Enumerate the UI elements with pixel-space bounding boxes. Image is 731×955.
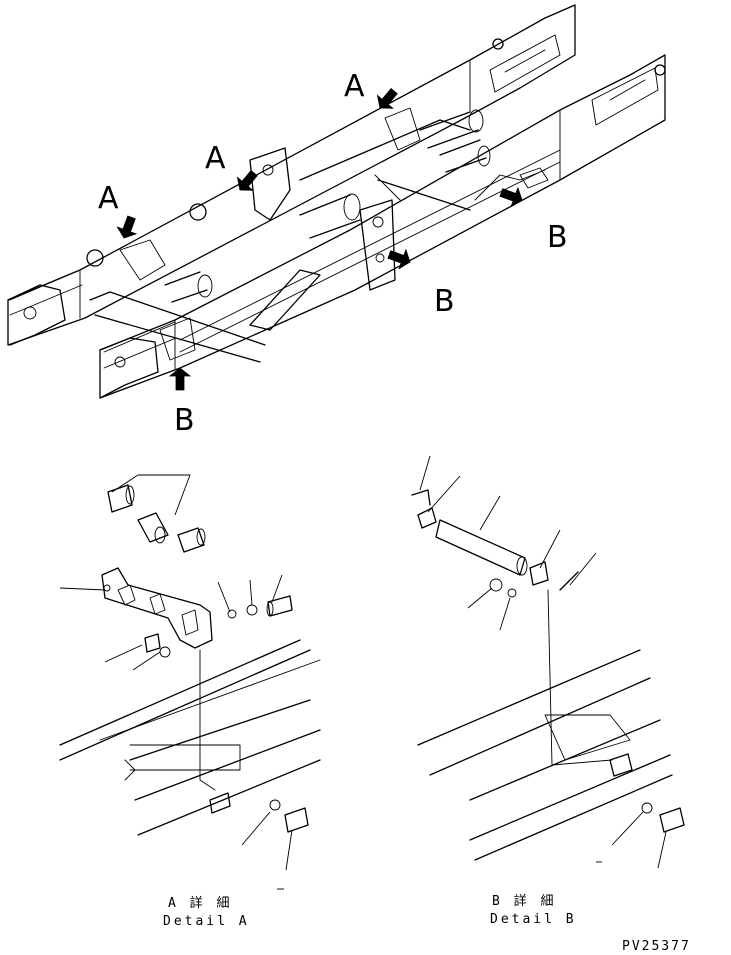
detail-a-title-en: Detail A	[163, 914, 250, 929]
detail-a-title-jp: A 詳 細	[168, 895, 232, 911]
view-label-b2: B	[434, 284, 455, 319]
detail-b-title-en: Detail B	[490, 912, 577, 927]
view-arrows	[116, 88, 523, 391]
roller-long	[435, 519, 528, 576]
roller-2	[137, 512, 169, 544]
detail-a-leaders	[59, 474, 293, 890]
track-frame-assembly	[7, 4, 666, 399]
detail-b-leaders	[419, 455, 667, 869]
drawing-code: PV25377	[622, 939, 691, 954]
view-arrow-a1	[376, 88, 398, 109]
roller-3	[177, 527, 206, 553]
view-arrow-b3	[168, 367, 192, 391]
view-label-a1: A	[344, 69, 365, 104]
view-label-b3: B	[174, 403, 195, 438]
view-label-a2: A	[205, 141, 226, 176]
view-arrow-b1	[499, 186, 523, 208]
detail-a-drawing	[59, 484, 321, 836]
view-label-a3: A	[98, 181, 119, 216]
detail-b-title-jp: B 詳 細	[492, 893, 556, 909]
view-arrow-a3	[116, 215, 138, 239]
roller-1	[107, 484, 135, 513]
view-label-b1: B	[547, 220, 568, 255]
view-arrow-b2	[387, 248, 411, 270]
detail-b-drawing	[411, 489, 685, 861]
view-arrow-a2	[236, 170, 258, 191]
